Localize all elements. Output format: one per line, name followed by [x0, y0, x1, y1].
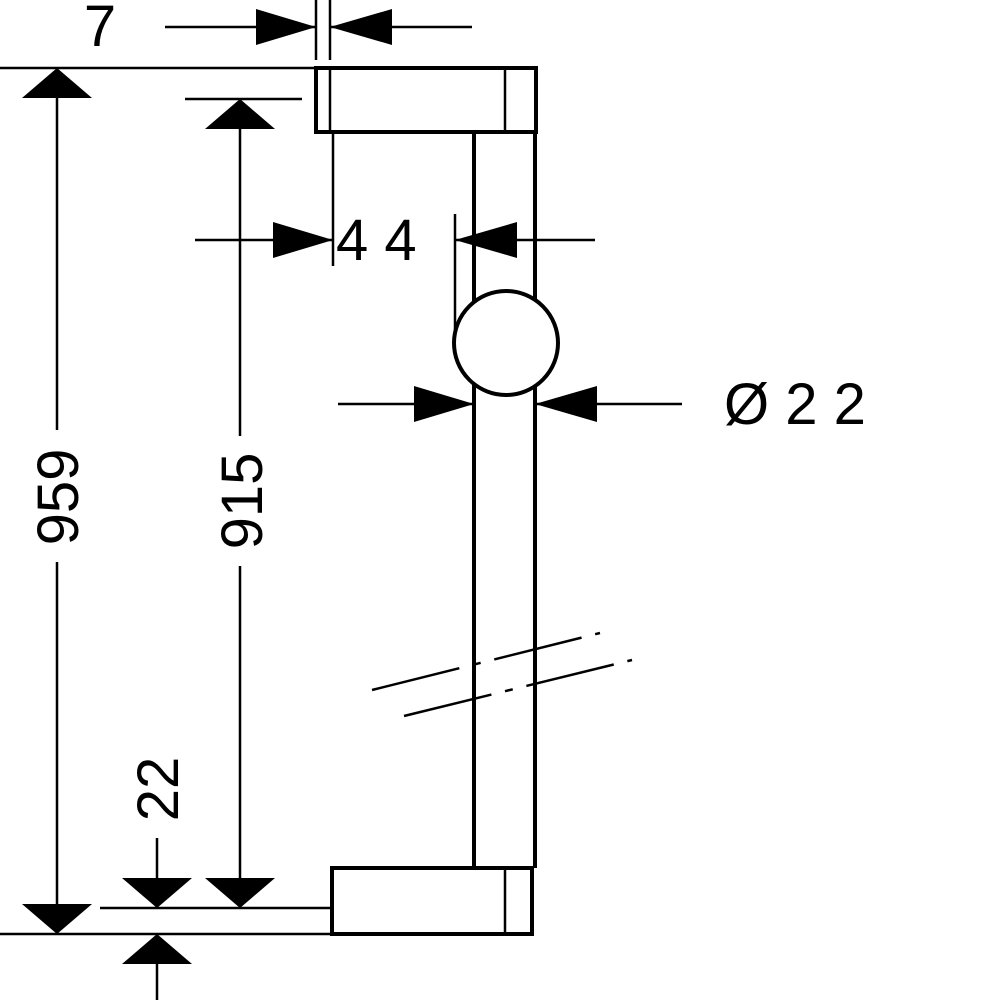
- dim-bar-offset: 4 4: [195, 132, 595, 330]
- dim-centre-distance: 915: [185, 97, 302, 908]
- dim-label-915: 915: [210, 453, 275, 550]
- dim-bracket-height: 22: [100, 757, 332, 1000]
- break-lines: [371, 631, 633, 718]
- shower-rail: [314, 66, 633, 936]
- dim-label-44: 4 4: [336, 208, 417, 273]
- slider: [452, 289, 560, 397]
- dim-label-959: 959: [26, 449, 91, 546]
- dim-label-22: 22: [126, 757, 191, 822]
- rail-tube: [472, 132, 537, 868]
- dim-label-7: 7: [84, 0, 116, 59]
- dim-bar-diameter: Ø 2 2: [338, 372, 866, 437]
- dim-wall-offset: 7: [84, 0, 472, 60]
- top-bracket: [314, 66, 538, 134]
- dim-total-height: 959: [0, 66, 332, 936]
- bottom-bracket: [330, 866, 534, 936]
- dim-label-diameter: Ø 2 2: [724, 372, 866, 437]
